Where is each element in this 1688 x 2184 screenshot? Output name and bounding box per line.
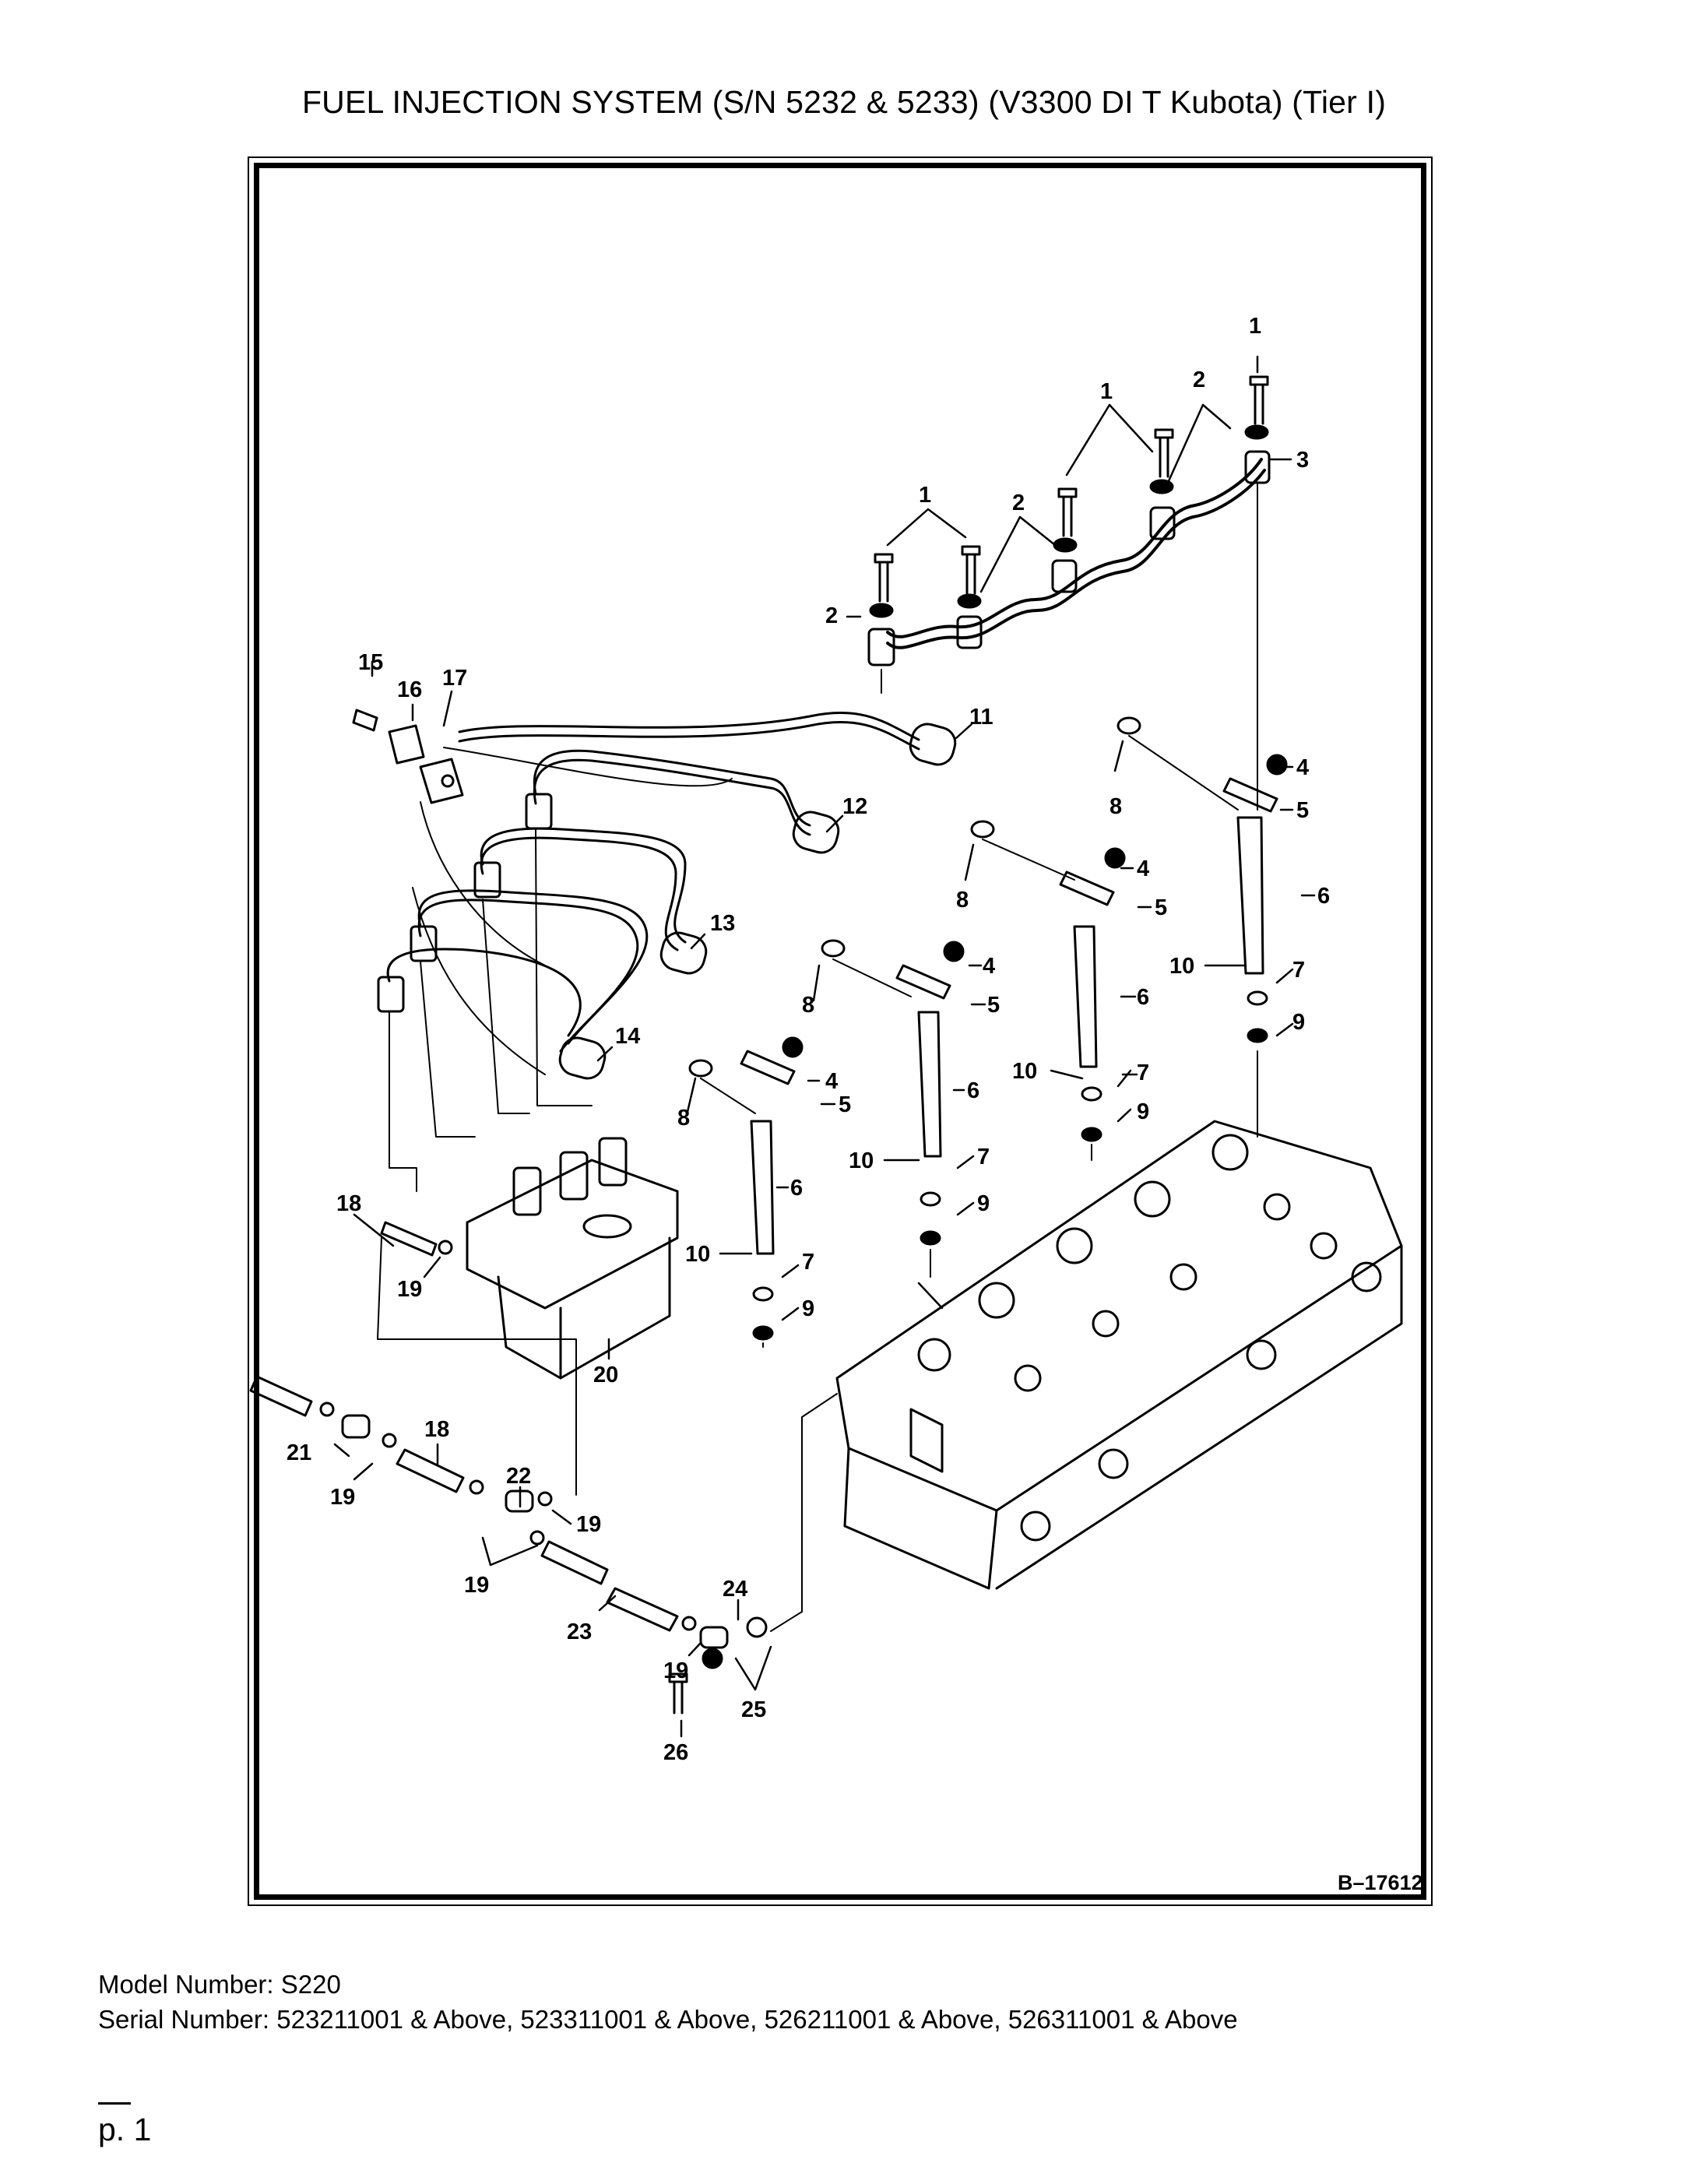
callout-19: 19 — [663, 1658, 688, 1683]
callout-9: 9 — [802, 1296, 814, 1321]
callout-6: 6 — [967, 1078, 979, 1103]
callout-labels: 1 1 2 3 1 2 2 15 16 17 11 8 4 5 6 12 8 4… — [287, 314, 1330, 1765]
callout-3: 3 — [1296, 448, 1309, 473]
callout-1: 1 — [919, 483, 931, 508]
callout-8: 8 — [1110, 794, 1122, 819]
callout-12: 12 — [842, 794, 867, 819]
callout-1: 1 — [1100, 379, 1113, 404]
hose-routing-lines — [377, 1237, 838, 1632]
callout-9: 9 — [977, 1191, 990, 1216]
callout-4: 4 — [983, 954, 995, 979]
callout-6: 6 — [1137, 985, 1149, 1010]
fuel-fittings — [341, 1414, 768, 1714]
callout-26: 26 — [663, 1740, 688, 1765]
callout-15: 15 — [358, 650, 383, 675]
callout-19: 19 — [464, 1573, 489, 1598]
model-number: Model Number: S220 — [98, 1970, 341, 1999]
callout-2: 2 — [1193, 368, 1205, 392]
serial-number: Serial Number: 523211001 & Above, 523311… — [98, 2005, 1238, 2034]
callout-7: 7 — [802, 1250, 814, 1275]
sealing-washers — [869, 424, 1269, 618]
callout-8: 8 — [956, 888, 969, 913]
callout-8: 8 — [802, 993, 814, 1018]
injector-seals — [752, 990, 1268, 1302]
callout-19: 19 — [330, 1485, 355, 1510]
cylinder-head — [835, 1120, 1403, 1590]
injection-pipes — [386, 711, 920, 1053]
page-number: p. 1 — [98, 2112, 152, 2147]
callout-4: 4 — [1296, 755, 1309, 780]
drawing-number: B–17612 — [1338, 1871, 1423, 1894]
banjo-bolts — [874, 375, 1269, 603]
leak-off-pipe — [886, 458, 1266, 649]
callout-23: 23 — [567, 1620, 592, 1644]
callout-9: 9 — [1137, 1099, 1149, 1124]
callout-16: 16 — [397, 677, 422, 702]
callout-19: 19 — [576, 1512, 601, 1537]
diagram-frame — [254, 163, 1426, 1900]
leak-off-drop-lines — [700, 482, 1258, 1348]
callout-8: 8 — [677, 1106, 690, 1131]
callout-18: 18 — [336, 1191, 361, 1216]
leader-lines — [333, 355, 1316, 1738]
fuel-hoses — [249, 1221, 679, 1632]
callout-6: 6 — [1317, 884, 1330, 909]
injector-clamps — [740, 777, 1278, 1085]
callout-7: 7 — [1292, 958, 1305, 983]
page-rule — [98, 2102, 131, 2105]
callout-5: 5 — [1296, 798, 1309, 823]
injector-nuts — [782, 754, 1288, 1058]
callout-9: 9 — [1292, 1010, 1305, 1035]
callout-5: 5 — [1155, 895, 1167, 920]
callout-10: 10 — [1169, 954, 1194, 979]
pipe-routing-lines — [389, 747, 733, 1192]
callout-7: 7 — [977, 1145, 990, 1169]
callout-20: 20 — [593, 1363, 618, 1387]
callout-1: 1 — [1249, 314, 1261, 339]
callout-10: 10 — [1012, 1059, 1037, 1084]
injector-gaskets — [752, 1028, 1268, 1341]
o-rings — [688, 716, 1141, 1078]
injector-pipe-nuts — [558, 723, 957, 1080]
callout-5: 5 — [987, 993, 1000, 1018]
callout-18: 18 — [424, 1417, 449, 1442]
callout-10: 10 — [849, 1148, 874, 1173]
callout-4: 4 — [825, 1069, 838, 1094]
diagram-frame-outer — [248, 157, 1433, 1906]
page-title: FUEL INJECTION SYSTEM (S/N 5232 & 5233) … — [301, 84, 1387, 120]
hose-clamps — [319, 1240, 697, 1631]
callout-5: 5 — [839, 1092, 851, 1117]
callout-24: 24 — [723, 1577, 747, 1602]
pipe-clamp — [352, 709, 546, 966]
callout-14: 14 — [615, 1024, 640, 1049]
callout-2: 2 — [1012, 491, 1025, 515]
callout-11: 11 — [969, 705, 993, 730]
pipe-nuts — [377, 793, 553, 1013]
callout-19: 19 — [397, 1277, 422, 1302]
callout-2: 2 — [825, 603, 838, 628]
callout-21: 21 — [287, 1440, 311, 1465]
callout-6: 6 — [790, 1176, 803, 1201]
callout-13: 13 — [710, 911, 735, 936]
callout-7: 7 — [1137, 1060, 1149, 1085]
callout-10: 10 — [685, 1242, 710, 1267]
injection-pump — [466, 1137, 679, 1380]
callout-17: 17 — [442, 666, 467, 691]
injectors — [750, 816, 1264, 1255]
callout-22: 22 — [506, 1464, 531, 1489]
callout-4: 4 — [1137, 856, 1149, 881]
callout-25: 25 — [741, 1697, 766, 1722]
